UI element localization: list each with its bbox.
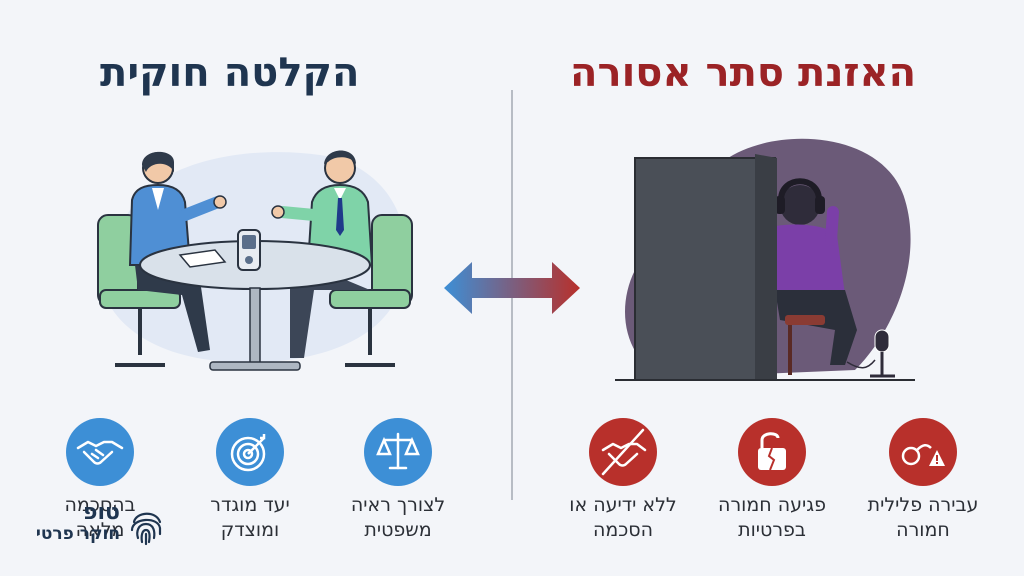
handcuffs-warning-icon bbox=[889, 418, 957, 486]
scales-icon bbox=[364, 418, 432, 486]
caption-no-knowledge: ללא ידיעה או הסכמה bbox=[569, 494, 677, 541]
illegal-title: האזנת סתר אסורה bbox=[570, 50, 917, 96]
meeting-illustration bbox=[97, 150, 413, 371]
double-arrow-icon bbox=[444, 262, 580, 314]
caption-legal-evidence: לצורך ראיה משפטית bbox=[350, 494, 446, 541]
no-handshake-icon bbox=[589, 418, 657, 486]
target-icon bbox=[216, 418, 284, 486]
caption-criminal-offense: עבירה פלילית חמורה bbox=[867, 494, 979, 541]
broken-lock-icon bbox=[738, 418, 806, 486]
brand-logo: טופ חוקר פרטי bbox=[22, 500, 182, 550]
caption-privacy-violation: פגיעה חמורה בפרטיות bbox=[718, 494, 826, 541]
legal-title: הקלטה חוקית bbox=[100, 50, 360, 96]
caption-defined-target: יעד מוגדר ומוצדק bbox=[210, 494, 290, 541]
handshake-icon bbox=[66, 418, 134, 486]
fingerprint-icon bbox=[130, 512, 162, 546]
eavesdropping-illustration bbox=[615, 138, 915, 381]
caption-full-consent: בהסכמה מלאה bbox=[64, 494, 136, 541]
